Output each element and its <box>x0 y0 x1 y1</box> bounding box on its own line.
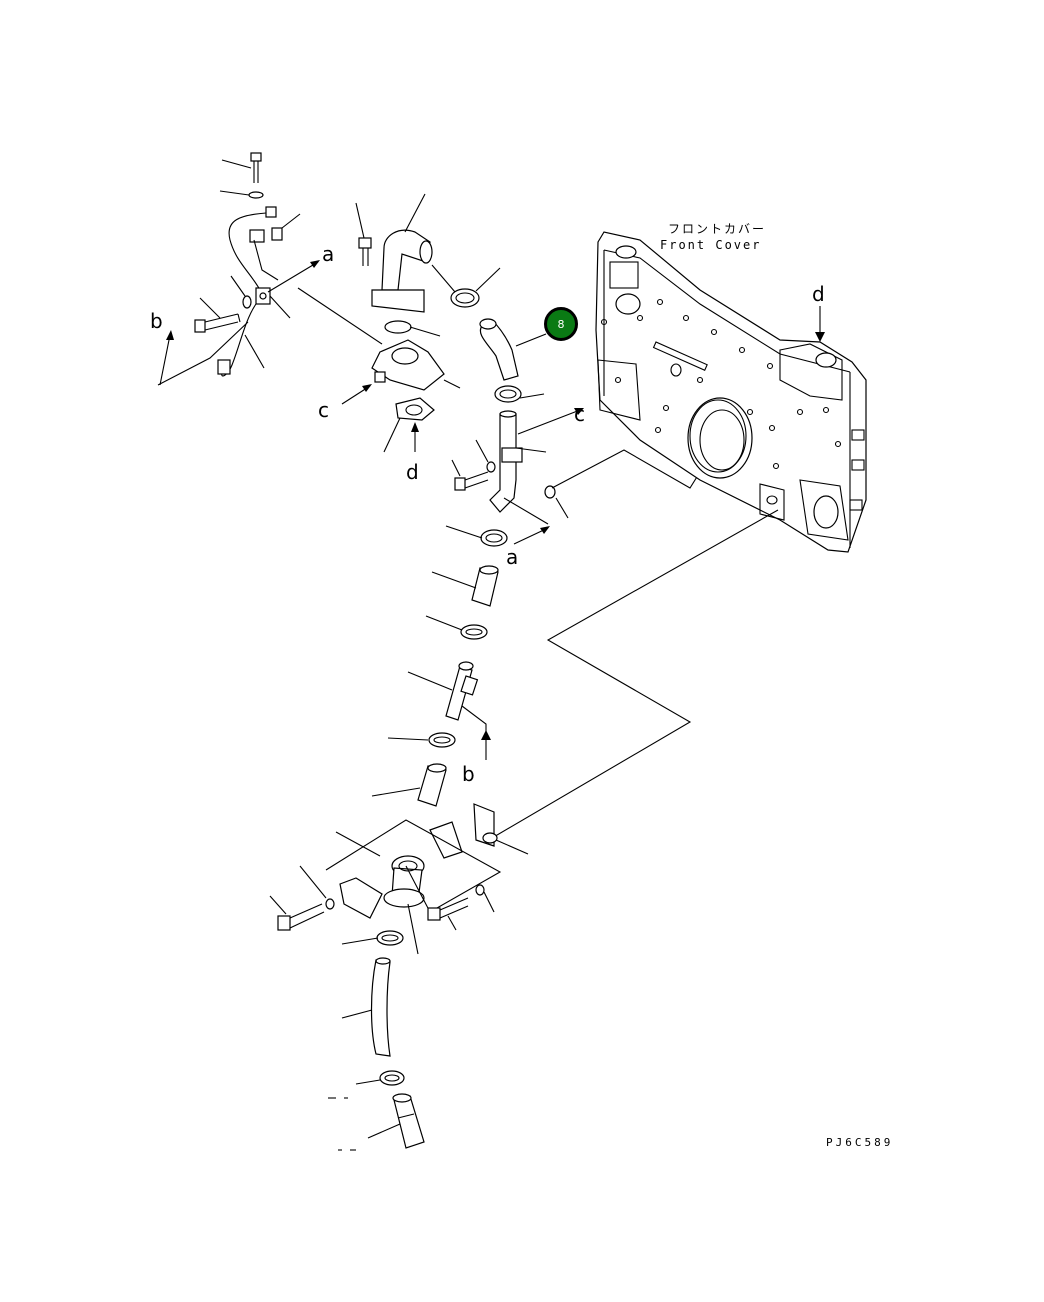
hose-assembly-bottom <box>328 957 425 1151</box>
front-cover-label-jp: フロントカバー <box>668 222 767 236</box>
ref-d-cover: d <box>812 282 825 306</box>
front-cover-label-en: Front Cover <box>660 238 762 252</box>
ref-b-left: b <box>150 309 163 333</box>
ref-d-lower: d <box>406 460 419 484</box>
front-cover <box>595 231 867 553</box>
bracket-assembly-lower <box>269 803 529 955</box>
ref-a-upper: a <box>322 242 335 266</box>
drawing-code: PJ6C589 <box>826 1136 894 1149</box>
ref-b-lower: b <box>462 762 475 786</box>
ref-c-left: c <box>318 398 329 422</box>
pipe-assembly-upper <box>445 385 701 547</box>
elbow-housing-assembly <box>297 193 501 453</box>
ref-c-right: c <box>574 402 585 426</box>
hose-part-8 <box>479 318 547 381</box>
sensor-harness-assembly <box>157 152 320 386</box>
pipe-column-middle <box>371 565 499 807</box>
ref-a-lower: a <box>506 545 519 569</box>
callout-8[interactable]: 8 <box>544 307 578 341</box>
leader-cover-to-bracket <box>491 509 779 839</box>
